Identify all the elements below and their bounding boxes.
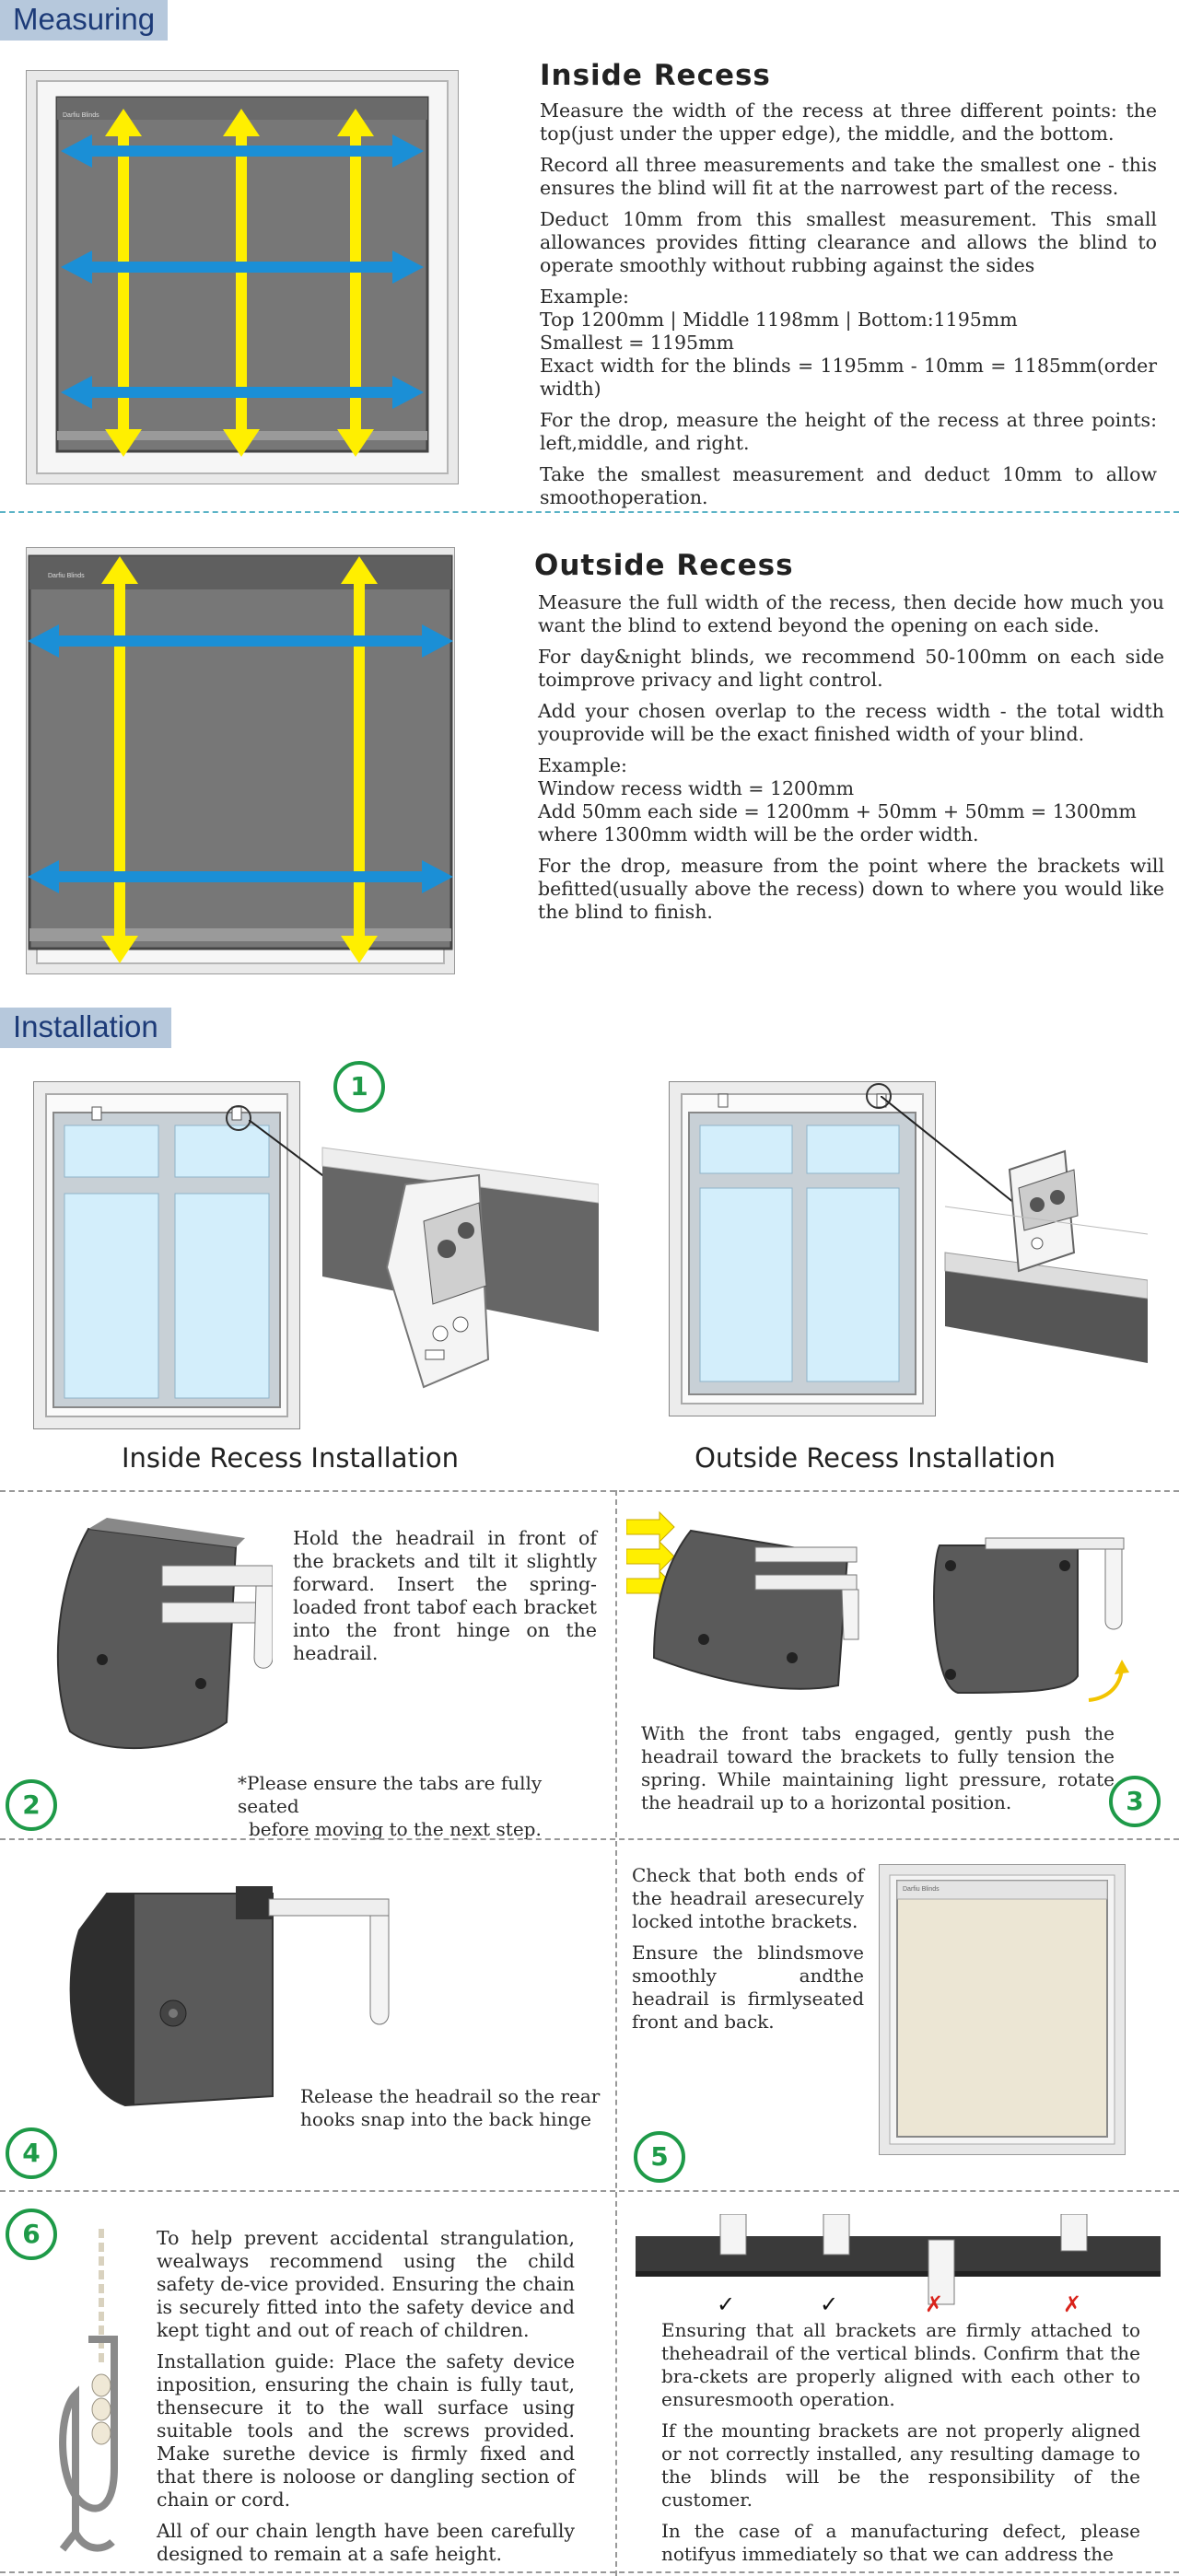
step5-finished-blind: Darfiu Blinds [879,1864,1126,2155]
blind-brand-label: Darfiu Blinds [63,112,99,119]
step5-para-1: Check that both ends of the headrail are… [632,1864,864,1932]
inside-example-line: Exact width for the blinds = 1195mm - 10… [540,355,1157,400]
outside-drop: For the drop, measure from the point whe… [538,855,1164,923]
outside-para-2: For day&night blinds, we recommend 50-10… [538,646,1164,691]
measuring-section-tag: Measuring [0,0,169,41]
inside-example-line: Top 1200mm | Middle 1198mm | Bottom:1195… [540,309,1018,331]
blind-brand-label: Darfiu Blinds [48,573,85,579]
inside-install-window [33,1081,300,1429]
outside-recess-text: Measure the full width of the recess, th… [538,591,1164,932]
installation-section-tag: Installation [0,1008,171,1048]
step-number-3: 3 [1109,1776,1161,1827]
inside-recess-text: Measure the width of the recess at three… [540,99,1157,518]
step4-line: hooks snap into the back hinge [300,2108,591,2130]
outside-install-window [669,1081,936,1416]
step2-note: *Please ensure the tabs are fully seated… [238,1772,606,1841]
inside-bracket-detail [249,1120,599,1433]
step2-note-line: before moving to the next step. [249,1818,542,1840]
step3-instructions: With the front tabs engaged, gently push… [641,1722,1115,1813]
step4-instructions: Release the headrail so the rear hooks s… [300,2085,604,2131]
inside-recess-diagram: Darfiu Blinds [26,70,459,484]
inside-recess-title: Inside Recess [540,59,771,92]
step5-para-2: Ensure the blindsmove smoothly andthe he… [632,1941,864,2033]
blind-brand-label: Darfiu Blinds [903,1886,940,1893]
step-number-5: 5 [634,2131,685,2183]
step5-instructions: Check that both ends of the headrail are… [632,1864,864,2042]
step-number-4: 4 [6,2127,57,2179]
inside-example-line: Example: [540,286,629,308]
rotate-arrow-icon [1083,1658,1129,1704]
step-divider [0,1838,1179,1840]
outside-para-1: Measure the full width of the recess, th… [538,591,1164,636]
inside-install-caption: Inside Recess Installation [121,1442,460,1474]
step2-instructions: Hold the headrail in front of the bracke… [293,1527,597,1664]
inside-para-3: Deduct 10mm from this smallest measureme… [540,208,1157,276]
alignment-para-1: Ensuring that all brackets are firmly at… [661,2319,1140,2410]
step6-para-1: To help prevent accidental strangulation… [157,2227,575,2341]
column-divider [615,1490,617,2576]
outside-example-line: Add 50mm each side = 1200mm + 50mm + 50m… [538,800,1137,822]
step2-headrail-illustration [52,1510,273,1778]
outside-example-line: Window recess width = 1200mm [538,777,855,799]
outside-bracket-detail [881,1096,1148,1372]
outside-recess-title: Outside Recess [534,549,794,582]
step-number-2: 2 [6,1779,57,1831]
step-divider [0,2190,1179,2192]
inside-drop-1: For the drop, measure the height of the … [540,409,1157,454]
alignment-instructions: Ensuring that all brackets are firmly at… [661,2319,1140,2574]
outside-example: Example: Window recess width = 1200mm Ad… [538,754,1164,846]
bracket-alignment-illustration [636,2214,1161,2306]
aligned-check-icon: ✓ [820,2291,839,2317]
outside-example-line: where 1300mm width will be the order wid… [538,823,979,845]
step-divider [0,1490,1179,1492]
step-number-6: 6 [6,2209,57,2260]
section-divider [0,511,1179,513]
outside-example-line: Example: [538,754,627,776]
step4-line: Release the headrail so the rear [300,2085,601,2107]
outside-recess-diagram: Darfiu Blinds [26,547,455,974]
outside-para-3: Add your chosen overlap to the recess wi… [538,700,1164,745]
alignment-para-3: In the case of a manufacturing defect, p… [661,2520,1140,2565]
step6-instructions: To help prevent accidental strangulation… [157,2227,575,2574]
chain-safety-device-illustration [48,2229,149,2570]
inside-example: Example: Top 1200mm | Middle 1198mm | Bo… [540,286,1157,401]
step6-para-3: All of our chain length have been carefu… [157,2520,575,2565]
step6-para-2: Installation guide: Place the safety dev… [157,2350,575,2511]
step2-note-line: *Please ensure the tabs are fully seated [238,1772,543,1817]
outside-install-caption: Outside Recess Installation [695,1442,1056,1474]
aligned-check-icon: ✓ [717,2291,736,2317]
inside-example-line: Smallest = 1195mm [540,332,734,354]
step-number-1: 1 [333,1061,385,1113]
bottom-divider [0,2571,1179,2573]
misaligned-cross-icon: ✗ [925,2291,944,2317]
inside-para-2: Record all three measurements and take t… [540,154,1157,199]
inside-para-1: Measure the width of the recess at three… [540,99,1157,145]
step3-headrail-illustration [626,1510,1142,1695]
step4-headrail-illustration [52,1875,392,2115]
inside-drop-2: Take the smallest measurement and deduct… [540,463,1157,508]
alignment-para-2: If the mounting brackets are not properl… [661,2419,1140,2511]
misaligned-cross-icon: ✗ [1063,2291,1082,2317]
